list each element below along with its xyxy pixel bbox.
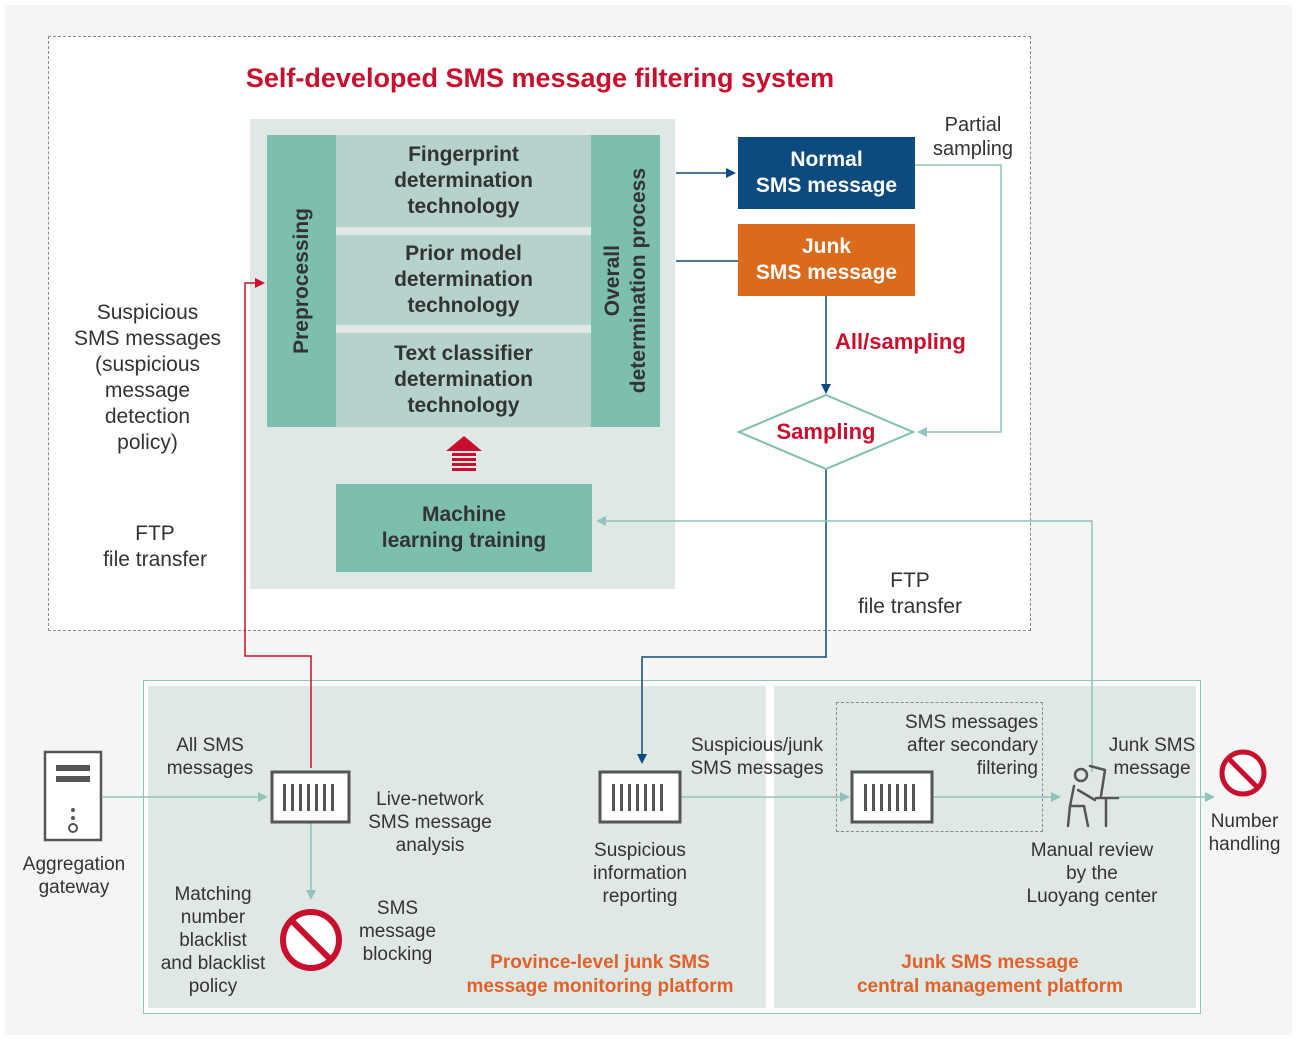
partial-sampling-loop [915,164,1002,437]
ftp-right-label: FTP file transfer [858,569,962,618]
ml-training-label: Machine learning training [381,503,547,552]
arrow-sampling-to-reporting [637,469,827,764]
double-up-arrow-icon [446,436,482,471]
central-platform-panel [774,686,1196,1008]
prior-model-tech-block: Prior model determination technology [336,235,591,325]
message-filter-icon [598,770,682,824]
system-title: Self-developed SMS message filtering sys… [245,62,835,93]
suspicious-junk-label: Suspicious/junk SMS messages [690,735,824,779]
sampling-label: Sampling [776,419,876,444]
preprocessing-block: Preprocessing [267,135,336,427]
sampling-diamond [736,393,916,471]
normal-sms-box: Normal SMS message [738,137,915,209]
province-platform-name: Province-level junk SMS message monitori… [466,952,734,997]
blocking-label: SMS message blocking [358,898,437,965]
arrow-review-to-ml-training [596,516,1093,772]
server-icon [43,750,103,842]
junk-sms-arrow-label: Junk SMS message [1108,735,1196,779]
arrow-analysis-to-preprocessing [244,278,312,768]
fingerprint-tech-block: Fingerprint determination technology [336,135,591,227]
central-platform-name: Junk SMS message central management plat… [856,952,1124,997]
text-classifier-tech-block: Text classifier determination technology [336,333,591,427]
prohibited-icon [1219,749,1267,797]
secondary-filter-dashed-box [836,702,1043,832]
province-platform-panel [148,686,766,1008]
analysis-label: Live-network SMS message analysis [368,789,492,856]
overall-determination-block: Overall determination process [591,135,660,427]
number-handling-label: Number handling [1208,811,1281,855]
reporting-label: Suspicious information reporting [593,840,687,907]
prohibited-icon [280,909,342,971]
all-sms-label: All SMS messages [166,735,254,779]
ftp-left-label: FTP file transfer [103,522,207,571]
manual-review-label: Manual review by the Luoyang center [1026,840,1158,907]
junk-sms-box: Junk SMS message [738,224,915,296]
message-filter-icon [850,770,934,824]
ml-training-block: Machine learning training [336,484,592,572]
matching-blacklist-label: Matching number blacklist and blacklist … [160,884,266,997]
message-filter-icon [270,770,351,824]
gateway-label: Aggregation gateway [22,854,126,898]
reviewer-at-desk-icon [1066,764,1120,828]
suspicious-messages-label: Suspicious SMS messages (suspicious mess… [73,301,222,454]
after-secondary-label: SMS messages after secondary filtering [904,712,1038,779]
all-sampling-label: All/sampling [835,329,966,354]
partial-sampling-label: Partial sampling [932,114,1014,160]
